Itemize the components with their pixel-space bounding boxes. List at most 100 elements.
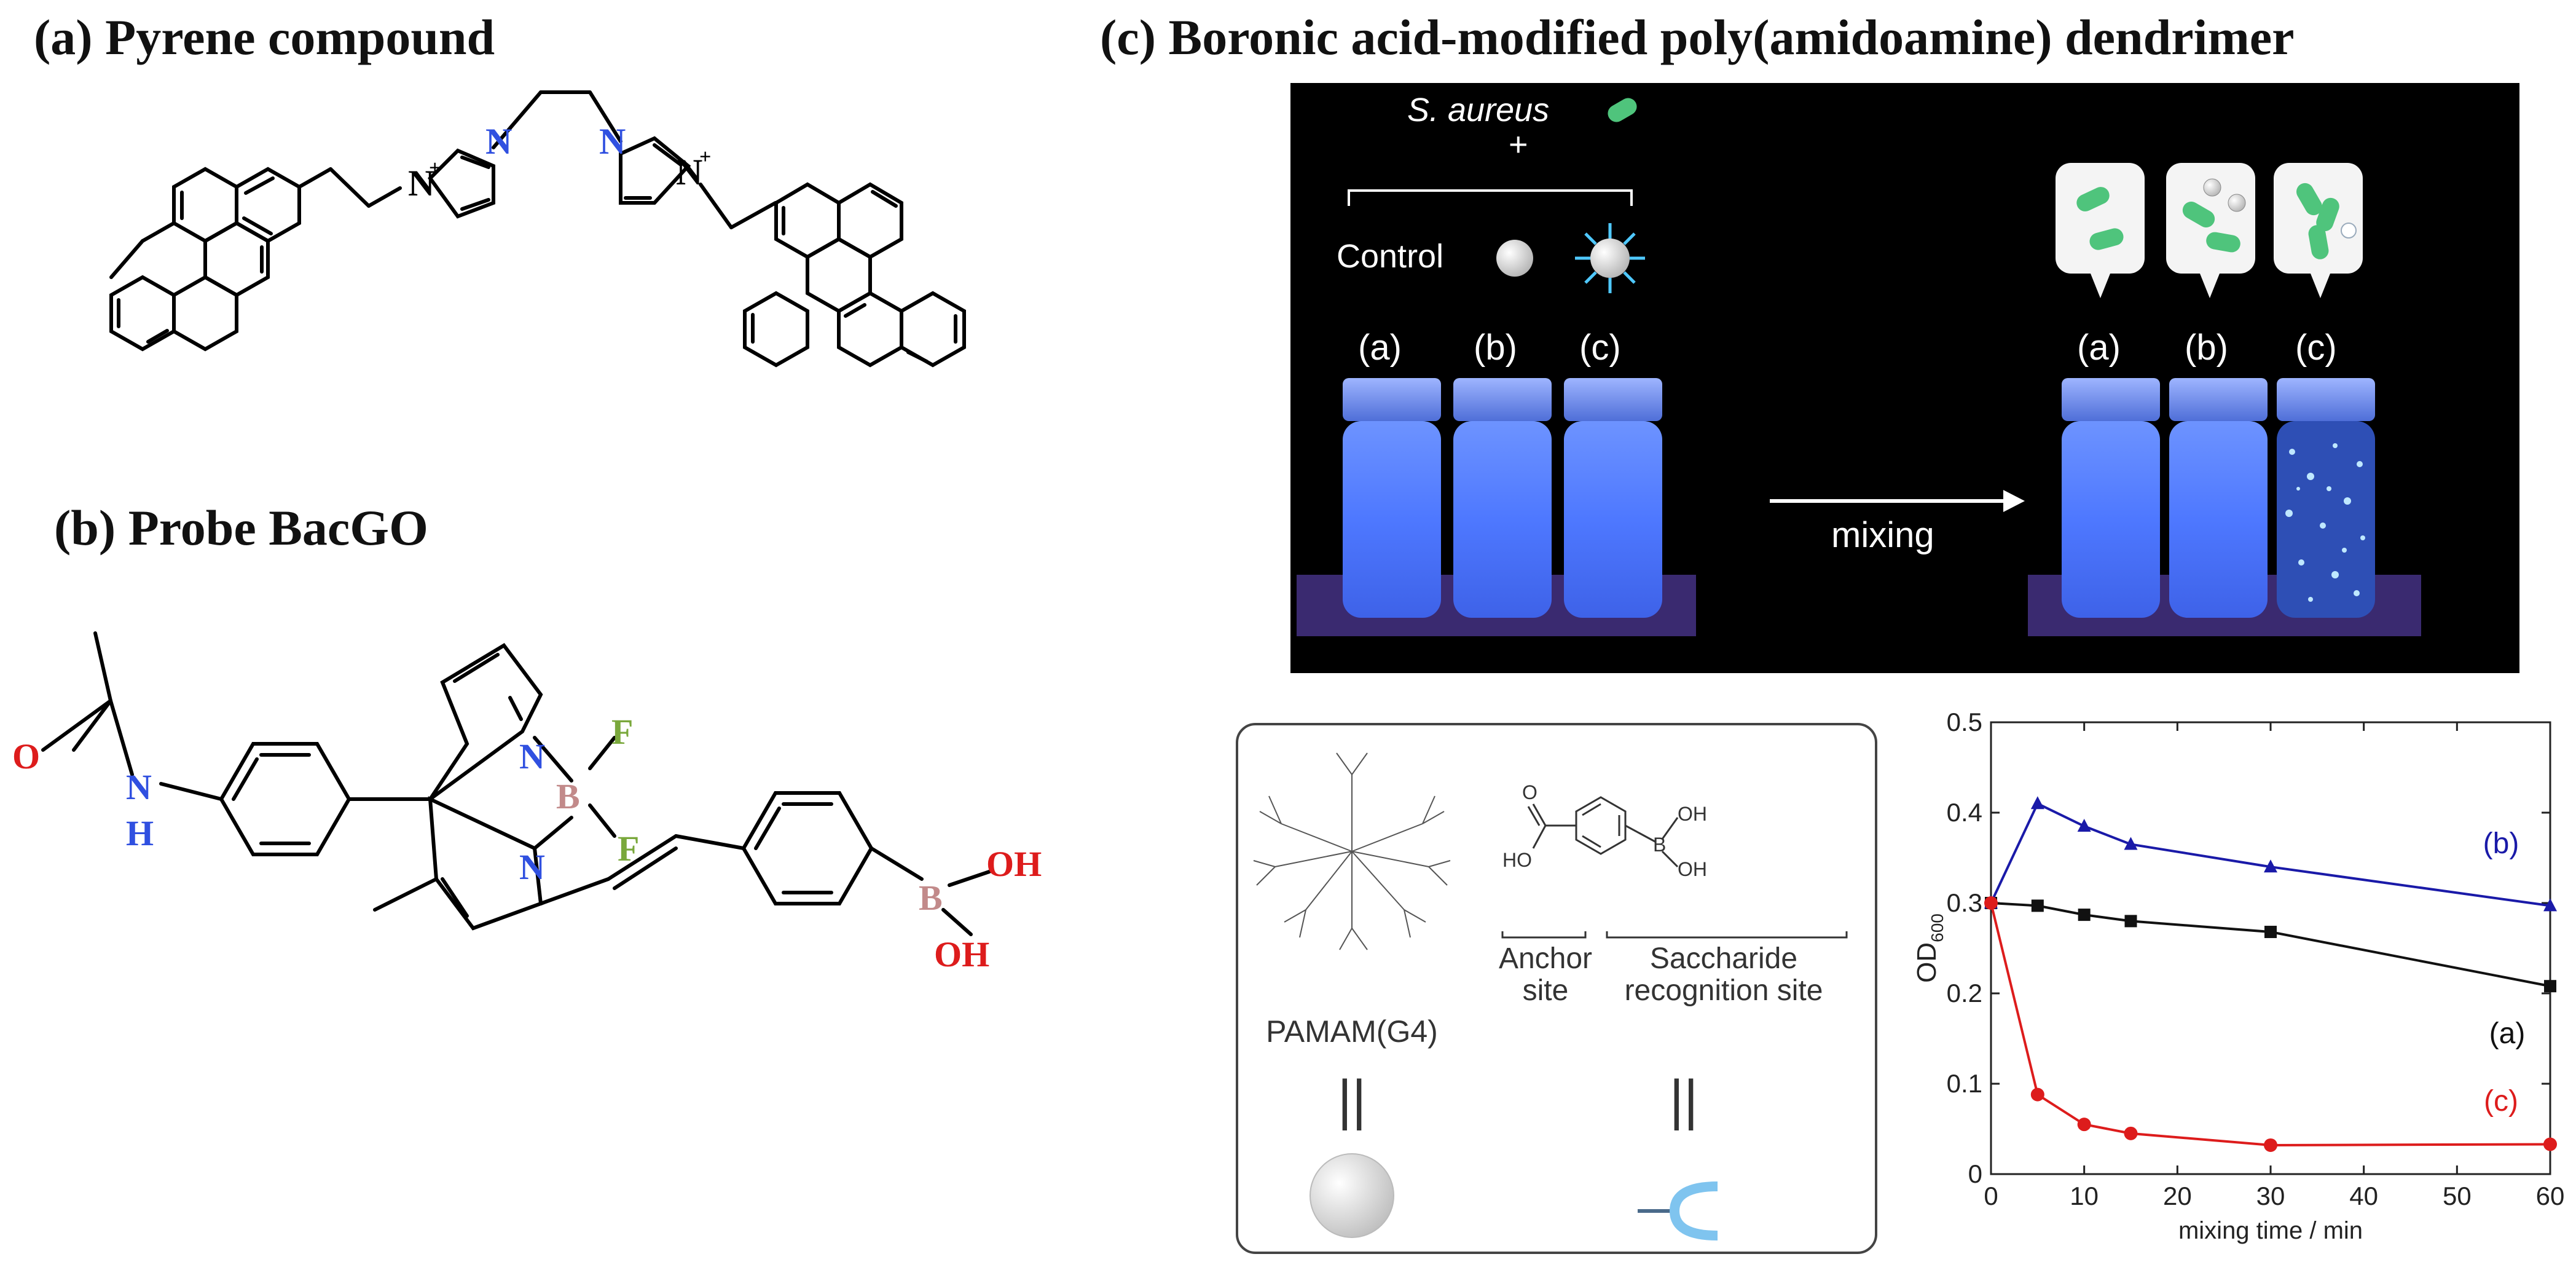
pamam-dendrimer-icon bbox=[1253, 752, 1451, 950]
bacgo-oh-top: OH bbox=[986, 844, 1042, 884]
y-tick-label: 0 bbox=[1968, 1159, 1982, 1188]
series-line bbox=[1990, 902, 2551, 1146]
series-line bbox=[1990, 902, 2551, 988]
acid-ho: HO bbox=[1502, 849, 1532, 871]
data-point bbox=[2030, 796, 2044, 810]
bacgo-f-top: F bbox=[611, 712, 633, 752]
bubble-a bbox=[2056, 163, 2145, 274]
data-point bbox=[1984, 896, 1998, 910]
vial-a-cap bbox=[1343, 378, 1441, 421]
pamam-label: PAMAM(G4) bbox=[1266, 1014, 1438, 1049]
x-tick-label: 20 bbox=[2163, 1181, 2192, 1210]
y-tick-label: 0.2 bbox=[1947, 979, 1982, 1008]
vials-before: (a) (b) (c) bbox=[1297, 328, 1696, 636]
x-axis-label: mixing time / min bbox=[2178, 1217, 2363, 1244]
series-label: (c) bbox=[2484, 1085, 2518, 1118]
pyrene-bonds bbox=[109, 90, 966, 368]
data-point bbox=[2124, 1126, 2138, 1140]
y-axis-label: OD600 bbox=[1912, 913, 1947, 983]
series-line bbox=[1990, 802, 2551, 907]
saccharide-label-line1: Saccharide bbox=[1650, 942, 1797, 975]
x-tick-label: 50 bbox=[2443, 1181, 2472, 1210]
vial-label-b-after: (b) bbox=[2185, 328, 2228, 368]
data-point bbox=[2264, 926, 2277, 939]
acid-b: B bbox=[1653, 834, 1666, 856]
receptor-icon bbox=[1638, 1181, 1718, 1240]
aggregates bbox=[2285, 443, 2365, 602]
bacgo-o: O bbox=[12, 736, 40, 776]
vial-b-after-cap bbox=[2169, 378, 2268, 421]
bacgo-structure: O N H N N B F F B OH OH bbox=[12, 631, 1042, 974]
result-bubbles bbox=[2056, 163, 2363, 298]
bacgo-oh-bottom: OH bbox=[934, 934, 989, 974]
y-tick-label: 0.5 bbox=[1947, 708, 1982, 736]
pyrene-plus-right: + bbox=[699, 146, 711, 168]
vial-photo: S. aureus + Control (a) (b) (c) bbox=[1290, 83, 2519, 673]
pyrene-n-plus-left: N bbox=[408, 163, 434, 203]
y-tick-label: 0.3 bbox=[1947, 888, 1982, 917]
control-particle-icon bbox=[1496, 240, 1533, 277]
bacteria-label: S. aureus bbox=[1407, 92, 1549, 128]
bacgo-f-bottom: F bbox=[618, 829, 639, 869]
panel-a-title: (a) Pyrene compound bbox=[34, 9, 495, 65]
data-point bbox=[2264, 859, 2277, 873]
schematic-frame bbox=[1236, 723, 1877, 1254]
pyrene-structure: N + N N N + bbox=[109, 90, 966, 368]
vial-b-cap bbox=[1453, 378, 1552, 421]
data-point bbox=[2031, 899, 2044, 912]
group-bracket bbox=[1348, 189, 1633, 206]
acid-oh-bottom: OH bbox=[1678, 858, 1707, 880]
vial-c-cap bbox=[1564, 378, 1662, 421]
chart-series bbox=[1984, 796, 2557, 1152]
data-point bbox=[2124, 837, 2138, 850]
vial-c-body bbox=[1564, 421, 1662, 618]
bacgo-nh-h: H bbox=[126, 813, 154, 853]
anchor-label-line1: Anchor bbox=[1499, 942, 1592, 975]
panel-b-title: (b) Probe BacGO bbox=[54, 500, 428, 556]
dendrimer-receptor-icon bbox=[1575, 223, 1645, 293]
series-label: (b) bbox=[2483, 827, 2519, 860]
vial-a-after-body bbox=[2062, 421, 2160, 618]
pamam-sphere-icon bbox=[1310, 1153, 1394, 1238]
pyrene-n-right: N bbox=[599, 121, 626, 162]
vial-b-body bbox=[1453, 421, 1552, 618]
acid-equals: || bbox=[1670, 1070, 1698, 1131]
vial-b-after-body bbox=[2169, 421, 2268, 618]
bacgo-n-top: N bbox=[519, 736, 545, 776]
acid-o: O bbox=[1522, 781, 1537, 803]
x-tick-label: 30 bbox=[2256, 1181, 2285, 1210]
panel-c-title: (c) Boronic acid-modified poly(amidoamin… bbox=[1100, 9, 2295, 65]
vial-label-b-before: (b) bbox=[1474, 328, 1517, 368]
anchor-label-line2: site bbox=[1523, 974, 1569, 1007]
vials-after: (a) (b) (c) bbox=[2028, 328, 2421, 636]
x-tick-label: 10 bbox=[2070, 1181, 2099, 1210]
dendrimer-schematic: PAMAM(G4) || O HO B OH bbox=[1236, 723, 1877, 1254]
saccharide-bracket bbox=[1606, 931, 1848, 939]
data-point bbox=[2030, 1087, 2044, 1102]
vial-c-after-cap bbox=[2277, 378, 2375, 421]
vial-a-body bbox=[1343, 421, 1441, 618]
acid-oh-top: OH bbox=[1678, 803, 1707, 825]
plot-frame bbox=[1990, 721, 2551, 1175]
vial-label-a-before: (a) bbox=[1358, 328, 1402, 368]
y-tick-label: 0.4 bbox=[1947, 798, 1982, 827]
bacgo-nh-n: N bbox=[126, 767, 152, 807]
control-label: Control bbox=[1337, 238, 1443, 275]
vial-c-after-body bbox=[2277, 421, 2375, 618]
vial-label-c-after: (c) bbox=[2295, 328, 2337, 368]
data-point bbox=[2077, 819, 2091, 832]
data-point bbox=[2264, 1138, 2277, 1152]
bacgo-n-bottom: N bbox=[519, 847, 545, 887]
series-label: (a) bbox=[2489, 1017, 2526, 1050]
vial-label-c-before: (c) bbox=[1579, 328, 1621, 368]
anchor-bracket bbox=[1501, 931, 1587, 939]
pyrene-n-left: N bbox=[485, 121, 512, 162]
pyrene-n-plus-right: N bbox=[676, 152, 702, 192]
bacgo-bonds bbox=[41, 631, 991, 936]
saccharide-label-line2: recognition site bbox=[1625, 974, 1823, 1007]
pyrene-plus-left: + bbox=[429, 157, 441, 179]
vial-a-after-cap bbox=[2062, 378, 2160, 421]
